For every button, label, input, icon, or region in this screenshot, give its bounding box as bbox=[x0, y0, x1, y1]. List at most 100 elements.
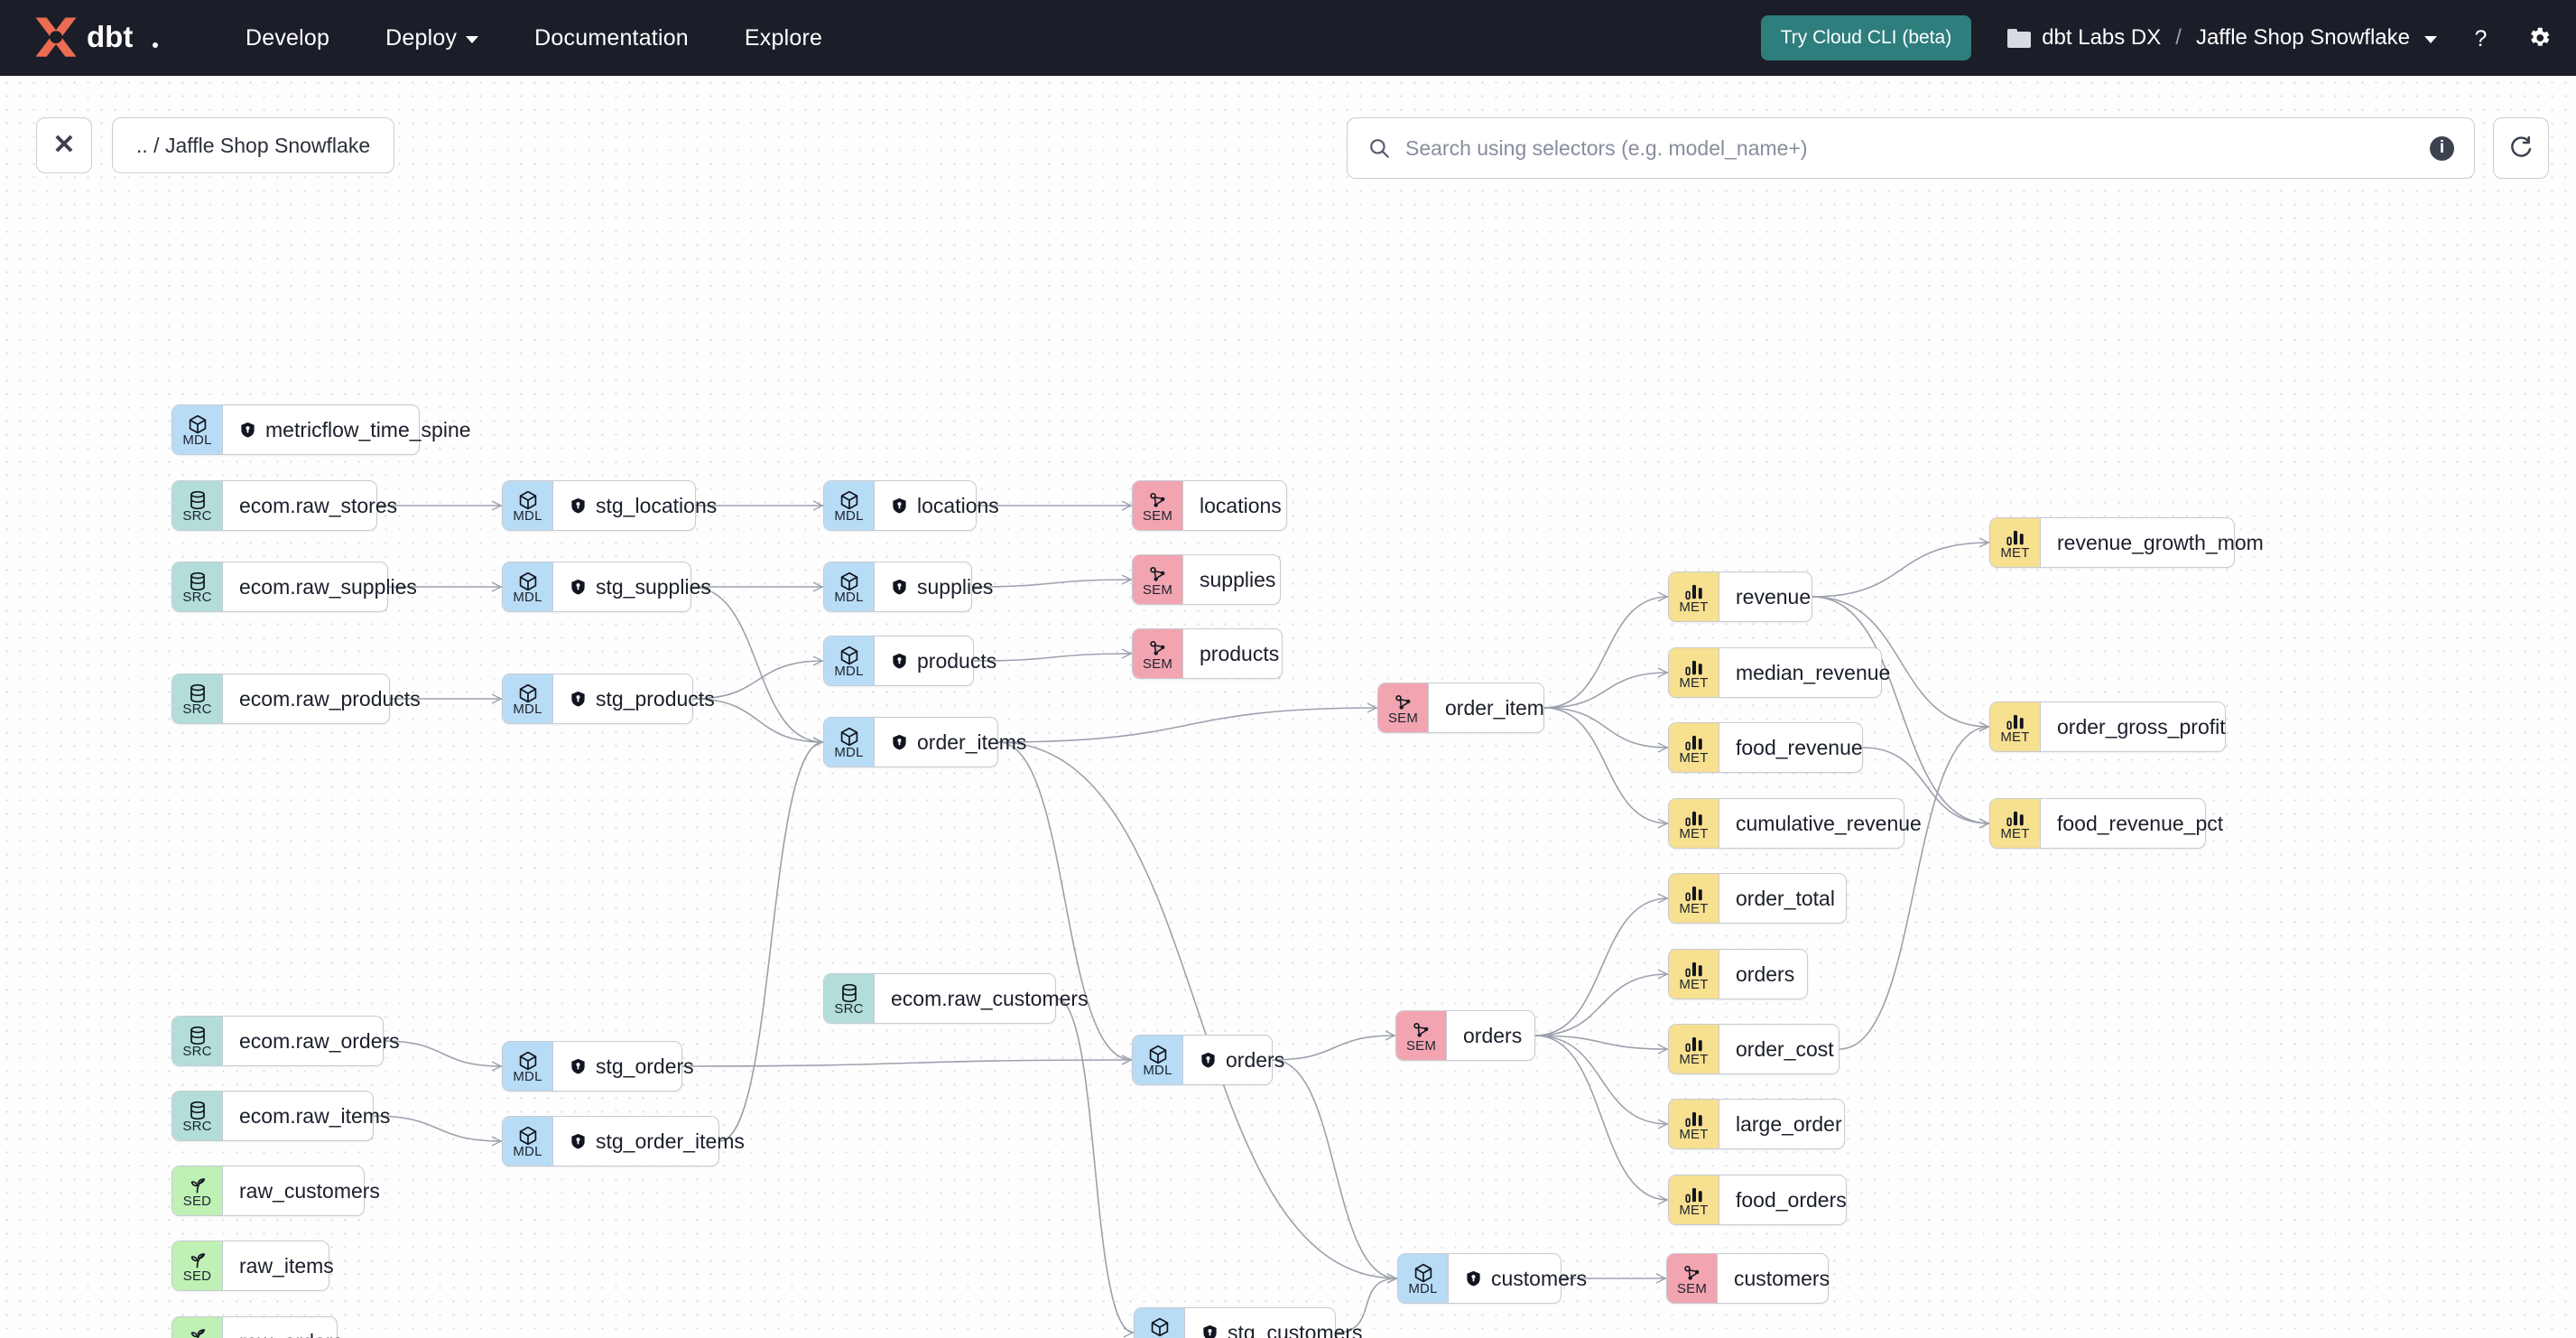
node-label: orders bbox=[1226, 1047, 1285, 1072]
nav-item-deploy[interactable]: Deploy bbox=[385, 25, 479, 51]
node-label: metricflow_time_spine bbox=[265, 417, 471, 441]
node-label-wrap: order_items bbox=[875, 718, 1044, 767]
breadcrumb-path-label: .. / Jaffle Shop Snowflake bbox=[136, 133, 371, 157]
svg-text:dbt: dbt bbox=[87, 20, 133, 53]
graph-edge bbox=[973, 653, 1133, 662]
top-navigation-bar: dbt Develop Deploy Documentation Explore… bbox=[0, 0, 2576, 76]
nav-item-develop[interactable]: Develop bbox=[246, 25, 329, 51]
bar-chart-icon bbox=[1683, 1034, 1705, 1054]
dbt-wordmark-icon: dbt bbox=[87, 20, 158, 53]
close-icon: ✕ bbox=[52, 130, 76, 160]
help-icon[interactable]: ? bbox=[2468, 24, 2495, 51]
refresh-button[interactable] bbox=[2493, 117, 2549, 179]
shield-icon bbox=[893, 579, 906, 595]
graph-edge bbox=[997, 741, 1133, 1061]
node-label-wrap: stg_orders bbox=[553, 1042, 712, 1091]
graph-edge-arrow-icon bbox=[1657, 1044, 1669, 1055]
graph-edge-arrow-icon bbox=[1386, 1273, 1398, 1284]
edge-layer bbox=[373, 500, 1990, 1338]
cube-icon bbox=[1146, 1045, 1170, 1064]
search-icon bbox=[1370, 139, 1389, 158]
nav-item-documentation[interactable]: Documentation bbox=[534, 25, 689, 51]
chevron-down-icon[interactable] bbox=[2424, 36, 2437, 43]
node-label-wrap: products bbox=[875, 636, 1015, 685]
bar-chart-icon bbox=[1683, 657, 1705, 677]
node-type-label: SEM bbox=[1405, 1037, 1437, 1054]
graph-edge-arrow-icon bbox=[491, 1061, 503, 1072]
database-icon bbox=[187, 1101, 208, 1120]
breadcrumb-path-button[interactable]: .. / Jaffle Shop Snowflake bbox=[112, 117, 395, 173]
node-label-wrap: ecom.raw_items bbox=[223, 1092, 408, 1140]
close-button[interactable]: ✕ bbox=[36, 117, 92, 173]
node-type-badge-sem: SEM bbox=[1133, 481, 1183, 530]
graph-edge-arrow-icon bbox=[1123, 1327, 1135, 1338]
network-icon bbox=[1682, 1263, 1703, 1283]
node-type-badge-sem: SEM bbox=[1396, 1011, 1447, 1060]
node-type-label: MDL bbox=[513, 507, 542, 524]
breadcrumb-account[interactable]: dbt Labs DX bbox=[2042, 25, 2162, 50]
node-label: cumulative_revenue bbox=[1736, 811, 1922, 835]
search-bar[interactable]: i bbox=[1347, 117, 2475, 179]
settings-button[interactable] bbox=[2525, 24, 2553, 51]
graph-edge bbox=[1839, 726, 1990, 1050]
shield-icon bbox=[1201, 1052, 1215, 1068]
node-label-wrap: food_orders bbox=[1719, 1175, 1865, 1224]
dbt-logo[interactable]: dbt bbox=[31, 14, 164, 61]
node-label-wrap: order_gross_profit bbox=[2041, 702, 2244, 751]
node-type-badge-met: MET bbox=[1669, 1175, 1719, 1224]
node-type-label: MDL bbox=[834, 507, 864, 524]
nav-item-explore[interactable]: Explore bbox=[745, 25, 822, 51]
gear-icon bbox=[2531, 27, 2550, 46]
try-cloud-cli-button[interactable]: Try Cloud CLI (beta) bbox=[1760, 15, 1972, 60]
cube-icon bbox=[1412, 1263, 1435, 1283]
node-label-wrap: locations bbox=[1183, 481, 1300, 530]
breadcrumb-project[interactable]: Jaffle Shop Snowflake bbox=[2195, 25, 2410, 50]
search-info-icon[interactable]: i bbox=[2430, 135, 2454, 161]
search-input[interactable] bbox=[1405, 135, 2415, 161]
node-label-wrap: orders bbox=[1447, 1011, 1540, 1060]
node-label-wrap: customers bbox=[1718, 1254, 1848, 1303]
graph-toolbar: ✕ .. / Jaffle Shop Snowflake i bbox=[0, 76, 2576, 179]
